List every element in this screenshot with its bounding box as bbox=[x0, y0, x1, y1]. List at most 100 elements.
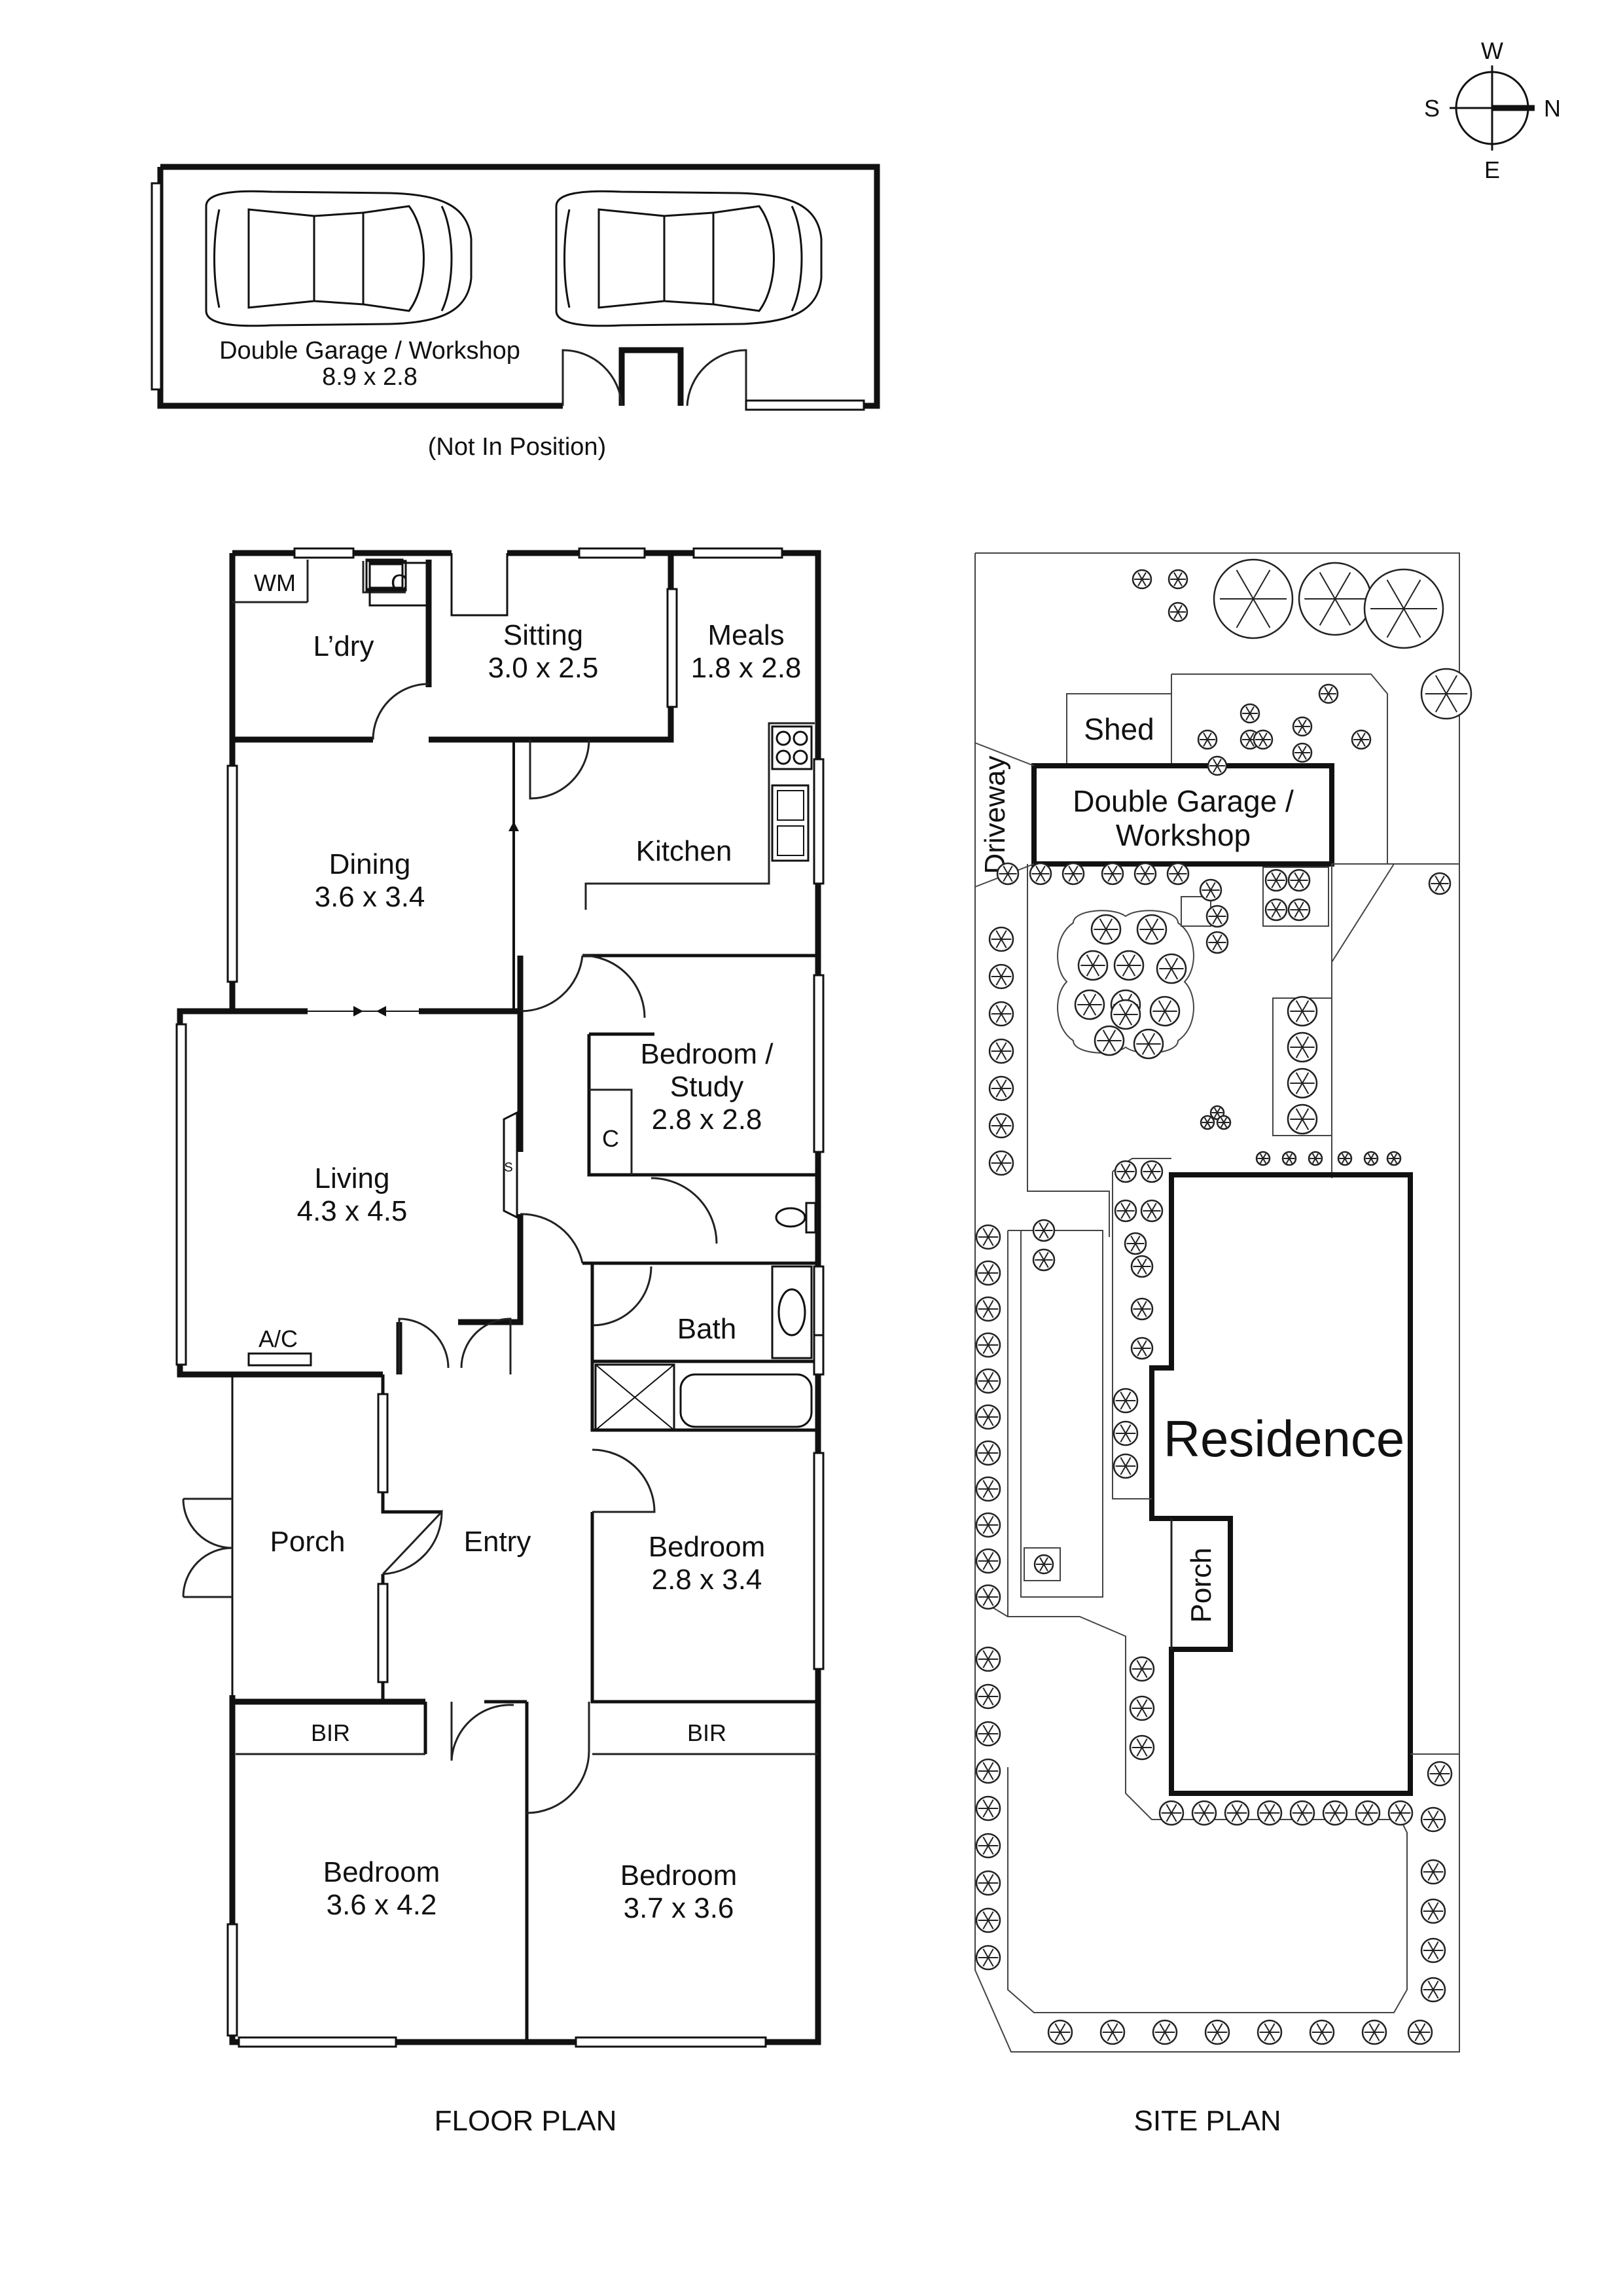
tree-icons bbox=[975, 558, 1472, 2045]
tree-icon bbox=[975, 1907, 1001, 1933]
entry-label: Entry bbox=[464, 1526, 531, 1558]
tree-icon bbox=[1289, 1800, 1315, 1826]
house-floor-plan: WM C L’dry Sitting 3.0 x 2.5 Meals 1.8 x… bbox=[175, 547, 825, 2137]
entry-side-window bbox=[377, 1583, 389, 1683]
tree-icon bbox=[1129, 1695, 1155, 1721]
tree-icon bbox=[1287, 1067, 1318, 1099]
tree-icon bbox=[1363, 1151, 1379, 1166]
tree-icon bbox=[975, 1296, 1001, 1322]
tree-icon bbox=[1124, 1232, 1147, 1255]
tree-icon bbox=[1191, 1800, 1217, 1826]
interior-wall bbox=[590, 1512, 818, 1704]
living-size: 4.3 x 4.5 bbox=[297, 1195, 408, 1227]
garage-window bbox=[745, 399, 865, 411]
bath-label: Bath bbox=[677, 1313, 737, 1345]
site-garage-label: Double Garage / bbox=[1073, 784, 1294, 818]
tree-icon bbox=[1318, 683, 1339, 704]
exterior-wall bbox=[177, 740, 383, 1378]
planter-box bbox=[1024, 1547, 1061, 1581]
bedroom-size: 2.8 x 3.4 bbox=[652, 1564, 762, 1596]
tree-icon bbox=[1061, 862, 1085, 886]
tree-icon bbox=[1077, 950, 1109, 981]
tree-icon bbox=[1216, 1115, 1232, 1130]
tree-icon bbox=[1166, 862, 1190, 886]
tree-icon bbox=[1205, 931, 1229, 954]
tree-icon bbox=[1257, 2019, 1283, 2045]
tree-icon bbox=[988, 1150, 1014, 1176]
sliding-door-arrow bbox=[508, 821, 519, 831]
sitting-recess bbox=[450, 553, 508, 617]
tree-icon bbox=[988, 926, 1014, 952]
garden-bed bbox=[1008, 1230, 1103, 1598]
tree-icon bbox=[1309, 2019, 1335, 2045]
tree-icon bbox=[1200, 1115, 1215, 1130]
site-porch-label: Porch bbox=[1185, 1548, 1217, 1623]
study-window bbox=[813, 974, 825, 1153]
tree-icon bbox=[1420, 1859, 1446, 1885]
garden-bed bbox=[1057, 910, 1194, 1054]
tree-icon bbox=[1047, 2019, 1073, 2045]
window bbox=[578, 547, 646, 559]
tree-icon bbox=[1197, 729, 1218, 750]
garage-pillar bbox=[618, 347, 684, 406]
compass-n-label: N bbox=[1544, 95, 1561, 122]
tree-icon bbox=[1427, 1761, 1453, 1787]
tree-icon bbox=[1287, 996, 1318, 1027]
compass-rose: W S N E bbox=[1424, 37, 1561, 183]
tree-icon bbox=[1240, 703, 1260, 724]
tree-icon bbox=[1152, 2019, 1178, 2045]
bir-label: BIR bbox=[687, 1719, 726, 1746]
tree-icon bbox=[1224, 1800, 1250, 1826]
front-door-swing bbox=[382, 1509, 443, 1575]
air-conditioner bbox=[247, 1352, 312, 1367]
tree-icon bbox=[1387, 1800, 1414, 1826]
tree-icon bbox=[1287, 1103, 1318, 1135]
laundry-cupboard-label: C bbox=[391, 569, 408, 596]
study-cupboard bbox=[589, 1088, 633, 1175]
bathtub-icon bbox=[679, 1373, 813, 1428]
tree-icon bbox=[975, 1404, 1001, 1430]
tree-icon bbox=[975, 1795, 1001, 1821]
site-boundary bbox=[974, 552, 1460, 2053]
tree-icon bbox=[1298, 562, 1372, 636]
tree-icon bbox=[1363, 568, 1444, 649]
site-garage-label-line2: Workshop bbox=[1116, 818, 1251, 852]
tree-icon bbox=[1420, 1898, 1446, 1924]
tree-icon bbox=[975, 1758, 1001, 1784]
bir-label: BIR bbox=[311, 1719, 350, 1746]
planter-box bbox=[1181, 896, 1211, 927]
kitchen-label: Kitchen bbox=[636, 835, 732, 867]
site-shed-label: Shed bbox=[1084, 712, 1154, 746]
sitting-size: 3.0 x 2.5 bbox=[488, 652, 599, 684]
tree-icon bbox=[975, 1512, 1001, 1538]
ac-label: A/C bbox=[259, 1325, 298, 1352]
tree-icon bbox=[1130, 1297, 1154, 1321]
floor-plan-title: FLOOR PLAN bbox=[435, 2105, 617, 2137]
tree-icon bbox=[975, 1476, 1001, 1502]
tree-icon bbox=[1168, 569, 1188, 590]
compass-w-label: W bbox=[1481, 37, 1503, 64]
tree-icon bbox=[1130, 1255, 1154, 1278]
bedroom-size: 3.6 x 4.2 bbox=[327, 1889, 437, 1921]
compass-s-label: S bbox=[1424, 95, 1440, 122]
tree-icon bbox=[1113, 1388, 1139, 1414]
tree-icon bbox=[1204, 2019, 1230, 2045]
interior-wall bbox=[590, 1325, 818, 1432]
study-door-swing bbox=[582, 954, 646, 1018]
tree-icon bbox=[1033, 1554, 1054, 1575]
tree-icon bbox=[1255, 1151, 1271, 1166]
bedroom-window bbox=[575, 2036, 767, 2048]
tree-icon bbox=[1407, 2019, 1433, 2045]
tree-icon bbox=[1355, 1800, 1381, 1826]
tree-icon bbox=[1099, 2019, 1126, 2045]
tree-icon bbox=[975, 1548, 1001, 1574]
bedroom-door-swing bbox=[592, 1448, 656, 1513]
tree-icon bbox=[1205, 905, 1229, 928]
garage-floor-plan: Double Garage / Workshop 8.9 x 2.8 (Not … bbox=[151, 164, 880, 461]
tree-icon bbox=[1287, 898, 1311, 922]
site-driveway-label: Driveway bbox=[979, 756, 1011, 874]
tree-icon bbox=[1428, 872, 1452, 895]
bath-door-swing bbox=[592, 1266, 652, 1327]
tree-icon bbox=[1129, 1656, 1155, 1682]
bedroom-size: 3.7 x 3.6 bbox=[624, 1892, 734, 1924]
